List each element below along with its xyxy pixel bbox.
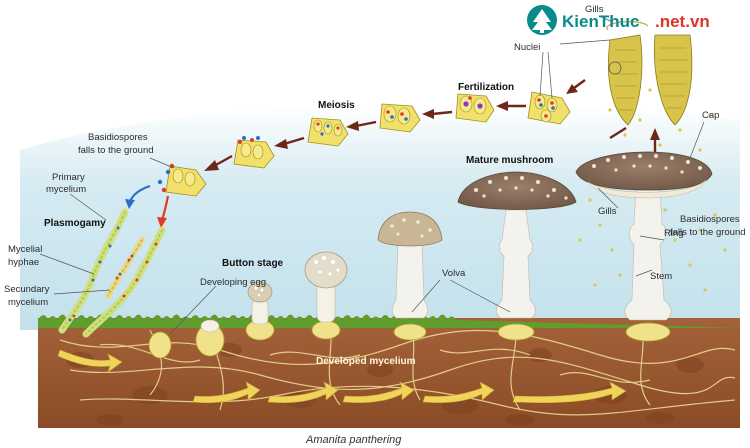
arrow-4-to-5 xyxy=(274,136,305,149)
young-mushroom xyxy=(304,251,348,340)
label-basidiospores-left-2: falls to the ground xyxy=(78,145,154,156)
label-fertilization: Fertilization xyxy=(458,82,514,93)
button-stage-mushroom xyxy=(245,281,275,341)
label-ring: Ring xyxy=(664,228,684,239)
arrow-gills-to-fertilization xyxy=(566,79,627,140)
label-gills-top: Gills xyxy=(585,4,604,15)
label-secondary-mycelium-1: Secundary xyxy=(4,284,50,295)
leader-lines xyxy=(39,15,705,335)
sky-background xyxy=(20,104,740,330)
basidia-meiosis xyxy=(379,103,421,133)
label-nuclei: Nuclei xyxy=(514,42,540,53)
label-developed-mycelium: Developed mycelium xyxy=(316,356,416,367)
brand-name-domain: .net.vn xyxy=(655,12,710,31)
brand-logo: KienThuc .net.vn xyxy=(527,5,710,35)
label-basidiospores-right-2: falls to the ground xyxy=(670,227,746,238)
label-stem: Stem xyxy=(650,271,672,282)
label-basidiospores-left-1: Basidiospores xyxy=(88,132,148,143)
basidia-stage-4 xyxy=(307,117,349,147)
developing-egg xyxy=(148,331,172,359)
label-plasmogamy: Plasmogamy xyxy=(44,218,106,229)
arrow-meiosis-to-4 xyxy=(346,120,377,131)
label-volva: Volva xyxy=(442,268,466,279)
large-mushroom xyxy=(575,151,713,342)
hyphae-nuclei xyxy=(68,226,158,322)
label-meiosis: Meiosis xyxy=(318,100,355,111)
label-cap: Cap xyxy=(702,110,719,121)
label-gills: Gills xyxy=(598,206,617,217)
label-basidiospores-right-1: Basidiospores xyxy=(680,214,740,225)
basidia-fertilization xyxy=(527,91,571,125)
label-primary-mycelium-2: mycelium xyxy=(46,184,86,195)
basidia-spore-release xyxy=(157,163,207,197)
caption-species: Amanita panthering xyxy=(305,434,402,446)
label-mature-mushroom: Mature mushroom xyxy=(466,155,553,166)
egg-2 xyxy=(195,319,225,357)
basidia-stage-2 xyxy=(455,93,495,123)
expanding-mushroom xyxy=(377,211,443,341)
label-developing-egg: Developing egg xyxy=(200,277,266,288)
basidia-stage-5 xyxy=(233,136,275,169)
mature-mushroom xyxy=(457,171,577,341)
arrow-5-to-6 xyxy=(204,154,233,171)
label-secondary-mycelium-2: mycelium xyxy=(8,297,48,308)
brand-name-primary: KienThuc xyxy=(562,12,639,31)
label-primary-mycelium-1: Primary xyxy=(52,172,85,183)
arrow-2-to-3 xyxy=(422,109,453,119)
soil-flow-arrows xyxy=(57,349,627,404)
gills-closeup xyxy=(606,21,693,126)
label-button-stage: Button stage xyxy=(222,258,284,269)
label-mycelial-hyphae-2: hyphae xyxy=(8,257,39,268)
spore-dispersal-arrows xyxy=(125,184,170,228)
arrow-fert-to-2 xyxy=(496,101,526,111)
label-mycelial-hyphae-1: Mycelial xyxy=(8,244,42,255)
